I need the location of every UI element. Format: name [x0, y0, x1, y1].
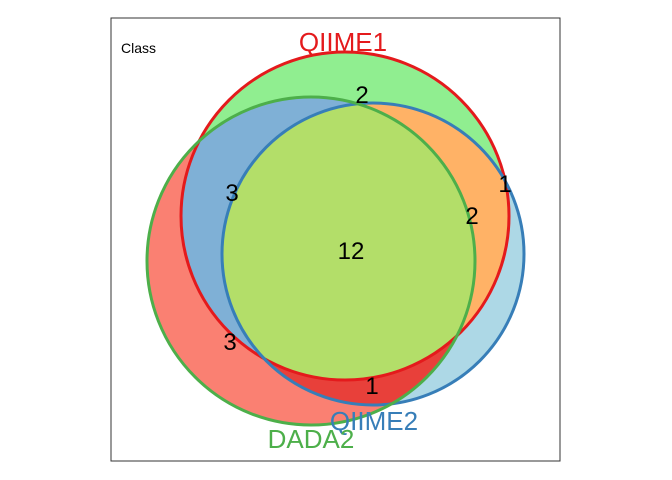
count-dada2-only: 3 [223, 329, 236, 356]
qiime2-label: QIIME2 [330, 406, 418, 436]
count-qiime2-dada2: 1 [365, 373, 378, 400]
dada2-circle [145, 95, 477, 427]
count-qiime2-only: 1 [498, 171, 511, 198]
qiime1-circle [179, 50, 511, 382]
qiime1-label: QIIME1 [299, 27, 387, 57]
count-qiime1-only: 2 [355, 82, 368, 109]
qiime2-circle [220, 101, 526, 407]
panel-title: Class [121, 40, 156, 56]
count-all: 12 [338, 238, 365, 265]
count-qiime1-dada2: 3 [225, 180, 238, 207]
count-qiime1-qiime2: 2 [465, 203, 478, 230]
dada2-label: DADA2 [268, 424, 355, 454]
